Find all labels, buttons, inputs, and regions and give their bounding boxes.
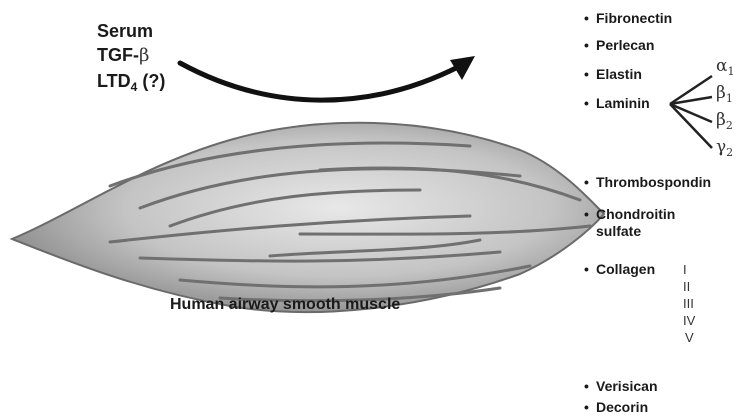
sulfate-label: sulfate [596, 223, 641, 239]
chain-greek: β [716, 83, 726, 103]
component-perlecan: •Perlecan [584, 37, 654, 54]
collagen-type-i: I [683, 262, 695, 278]
stimulus-ltd4: LTD4 (?) [97, 70, 165, 94]
laminin-chain-beta1: β1 [716, 83, 733, 103]
bullet: • [584, 66, 596, 83]
bullet: • [584, 174, 596, 191]
smooth-muscle-cell [12, 123, 604, 312]
collagen-type-list: I II III IV V [683, 262, 695, 346]
component-chondroitin-sulfate: •Chondroitin sulfate [584, 206, 675, 240]
collagen-type-ii: II [683, 279, 695, 295]
fibronectin-label: Fibronectin [596, 10, 672, 26]
chain-subscript: 2 [726, 119, 733, 132]
laminin-label: Laminin [596, 95, 650, 111]
ltd-suffix: (?) [137, 71, 165, 91]
decorin-label: Decorin [596, 399, 648, 415]
laminin-chain-gamma2: γ2 [716, 137, 733, 157]
tgf-prefix: TGF- [97, 45, 139, 65]
chain-greek: γ [716, 137, 726, 157]
beta-symbol: β [139, 45, 149, 66]
laminin-chain-beta2: β2 [716, 110, 733, 130]
stimulus-arrow [180, 56, 475, 100]
bullet: • [584, 10, 596, 27]
component-laminin: •Laminin [584, 95, 650, 112]
component-verisican: •Verisican [584, 378, 658, 395]
thrombospondin-label: Thrombospondin [596, 174, 711, 190]
collagen-label: Collagen [596, 261, 655, 277]
ltd-subscript: 4 [131, 80, 138, 94]
component-collagen: •Collagen [584, 261, 655, 278]
stimulus-tgf-beta: TGF-β [97, 44, 149, 67]
laminin-chain-lines [670, 76, 712, 148]
chain-subscript: 1 [726, 92, 733, 105]
collagen-type-iv: IV [683, 313, 695, 329]
bullet: • [584, 206, 596, 223]
elastin-label: Elastin [596, 66, 642, 82]
bullet: • [584, 261, 596, 278]
chain-subscript: 2 [726, 146, 733, 159]
perlecan-label: Perlecan [596, 37, 654, 53]
component-thrombospondin: •Thrombospondin [584, 174, 711, 191]
collagen-type-iii: III [683, 296, 695, 312]
collagen-type-v: V [683, 330, 695, 346]
verisican-label: Verisican [596, 378, 658, 394]
component-elastin: •Elastin [584, 66, 642, 83]
cell-caption: Human airway smooth muscle [170, 296, 400, 314]
bullet: • [584, 37, 596, 54]
ltd-prefix: LTD [97, 71, 131, 91]
component-decorin: •Decorin [584, 399, 648, 416]
chain-greek: β [716, 110, 726, 130]
component-fibronectin: •Fibronectin [584, 10, 672, 27]
stimulus-serum: Serum [97, 20, 153, 42]
bullet: • [584, 399, 596, 416]
chain-greek: α [716, 56, 727, 76]
bullet: • [584, 95, 596, 112]
bullet: • [584, 378, 596, 395]
chondroitin-label: Chondroitin [596, 206, 675, 222]
laminin-chain-alpha1: α1 [716, 56, 734, 76]
chain-subscript: 1 [727, 65, 734, 78]
